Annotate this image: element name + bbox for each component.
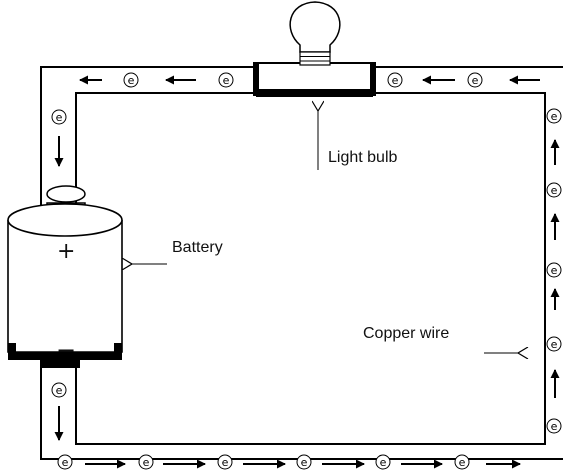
electron-icon: e [51, 109, 67, 125]
copper-wire-loop [40, 66, 563, 460]
electron-icon: e [546, 336, 562, 352]
electron-icon: e [546, 182, 562, 198]
electron-markers: e e e e e e e e e e e e e e e e e [51, 72, 562, 470]
electron-icon: e [375, 454, 391, 470]
electron-symbol: e [56, 384, 63, 397]
electron-symbol: e [459, 456, 466, 469]
positive-terminal-sign: + [57, 239, 76, 264]
electron-symbol: e [62, 456, 69, 469]
battery-label: Battery [172, 239, 223, 256]
electron-icon: e [546, 418, 562, 434]
electron-symbol: e [56, 111, 63, 124]
flow-arrows [54, 75, 560, 469]
electron-icon: e [387, 72, 403, 88]
electron-symbol: e [392, 74, 399, 87]
electron-symbol: e [551, 264, 558, 277]
electron-icon: e [217, 454, 233, 470]
copper-wire-label: Copper wire [363, 325, 450, 342]
electron-symbol: e [551, 184, 558, 197]
electron-icon: e [57, 454, 73, 470]
electron-icon: e [296, 454, 312, 470]
electron-icon: e [218, 72, 234, 88]
electron-symbol: e [551, 420, 558, 433]
electron-icon: e [467, 72, 483, 88]
electron-symbol: e [143, 456, 150, 469]
electron-icon: e [123, 72, 139, 88]
electron-symbol: e [472, 74, 479, 87]
light-bulb-label: Light bulb [328, 149, 398, 166]
light-bulb-icon [253, 1, 376, 97]
electron-symbol: e [551, 110, 558, 123]
electron-symbol: e [551, 338, 558, 351]
electron-icon: e [546, 262, 562, 278]
electron-symbol: e [301, 456, 308, 469]
battery-icon [7, 185, 123, 368]
electron-icon: e [51, 382, 67, 398]
electron-symbol: e [380, 456, 387, 469]
electron-symbol: e [128, 74, 135, 87]
electron-symbol: e [223, 74, 230, 87]
electron-icon: e [138, 454, 154, 470]
electron-icon: e [454, 454, 470, 470]
negative-terminal-sign: − [56, 336, 77, 364]
electron-symbol: e [222, 456, 229, 469]
electron-icon: e [546, 108, 562, 124]
